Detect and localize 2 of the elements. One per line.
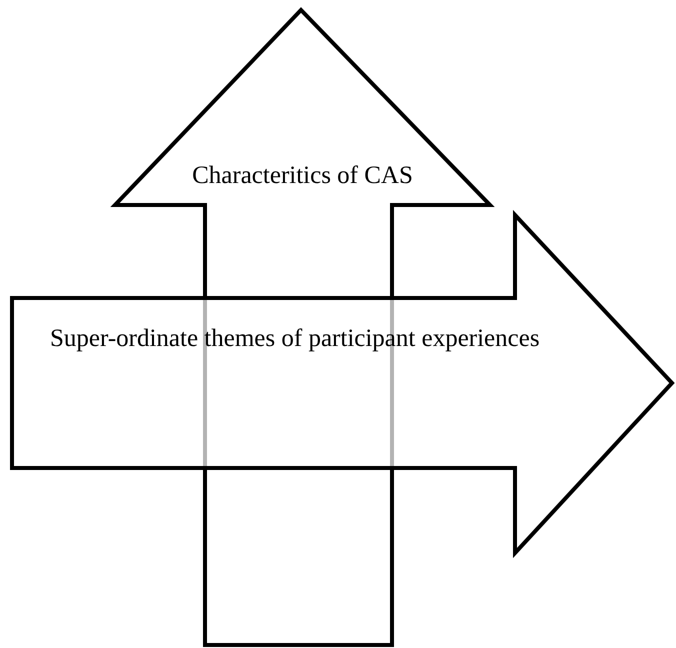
arrow-label: Characteritics of CAS	[191, 162, 414, 190]
arrow-label: Super-ordinate themes of participant experiences	[50, 325, 541, 353]
